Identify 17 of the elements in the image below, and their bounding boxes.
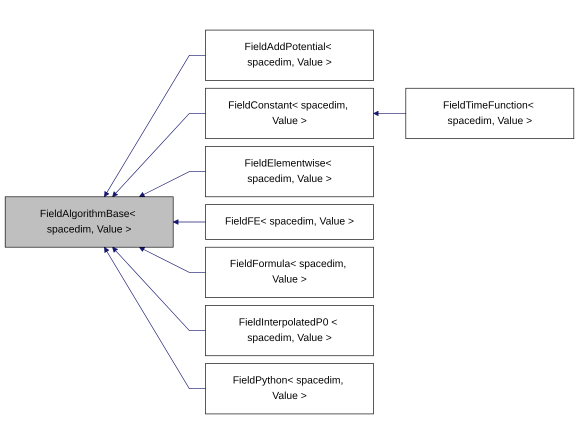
arrow <box>139 171 206 198</box>
arrow <box>139 246 206 273</box>
arrow <box>373 110 406 116</box>
node-box: FieldTimeFunction< spacedim, Value > <box>406 88 574 139</box>
node-box: FieldConstant< spacedim, Value > <box>205 88 374 139</box>
node-box: FieldAlgorithmBase< spacedim, Value > <box>4 196 174 248</box>
node-box: FieldFormula< spacedim, Value > <box>205 246 374 298</box>
arrow <box>104 54 206 198</box>
arrow <box>112 246 206 331</box>
node-box: FieldElementwise< spacedim, Value > <box>205 146 374 198</box>
node-box: FieldFE< spacedim, Value > <box>205 204 374 240</box>
node-box: FieldAddPotential< spacedim, Value > <box>205 30 374 81</box>
arrow <box>104 246 206 390</box>
node-box: FieldInterpolatedP0 < spacedim, Value > <box>205 305 374 356</box>
arrow <box>112 113 206 198</box>
arrow <box>172 219 206 225</box>
node-box: FieldPython< spacedim, Value > <box>205 363 374 414</box>
